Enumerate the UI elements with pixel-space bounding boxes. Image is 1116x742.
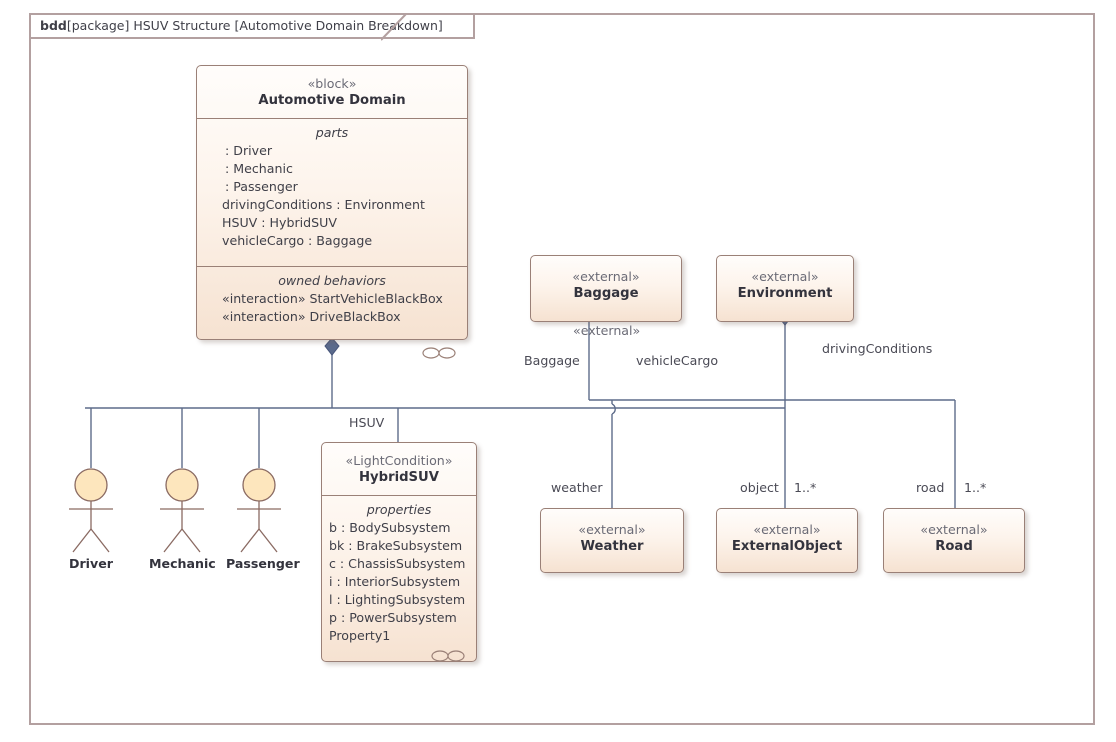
actor-figure-icon (160, 468, 204, 553)
list-item[interactable]: c : ChassisSubsystem (329, 556, 466, 571)
actor-mechanic[interactable]: Mechanic (149, 467, 216, 571)
block-header-road: «external» Road (884, 509, 1024, 564)
child-diagram-icon[interactable] (431, 649, 465, 663)
block-name-label: ExternalObject (731, 539, 843, 554)
edge-label-object: object (740, 480, 779, 495)
list-item[interactable]: : Driver (225, 143, 272, 158)
actor-driver[interactable]: Driver (58, 467, 124, 571)
block-road[interactable]: «external» Road (883, 508, 1025, 573)
block-header-automotive-domain: «block» Automotive Domain (197, 66, 467, 118)
edge-label-driving-conditions: drivingConditions (822, 341, 933, 356)
list-item[interactable]: l : LightingSubsystem (329, 592, 466, 607)
actor-label: Mechanic (149, 556, 216, 571)
actor-label: Passenger (226, 556, 300, 571)
list-item[interactable]: : Mechanic (225, 161, 293, 176)
edge-label-object-multiplicity: 1..* (794, 480, 817, 495)
composition-diamond-automotive (324, 337, 340, 356)
diagram-kind-label: bdd (40, 18, 67, 33)
block-name-label: Environment (737, 286, 833, 301)
line-jump-hop-icon (611, 403, 616, 415)
edge-label-hsuv: HSUV (349, 415, 385, 430)
list-item[interactable]: «interaction» DriveBlackBox (222, 309, 401, 324)
block-environment[interactable]: «external» Environment (716, 255, 854, 322)
list-item[interactable]: HSUV : HybridSUV (222, 215, 337, 230)
block-header-weather: «external» Weather (541, 509, 683, 564)
list-item[interactable]: vehicleCargo : Baggage (222, 233, 373, 248)
stereotype-label: «LightCondition» (345, 453, 453, 468)
block-hybrid-suv[interactable]: «LightCondition» HybridSUV properties b … (321, 442, 477, 662)
actor-figure-icon (237, 468, 281, 553)
compartment-title: owned behaviors (278, 273, 386, 288)
compartment-title: parts (315, 125, 349, 140)
child-diagram-icon[interactable] (422, 346, 456, 360)
edge-label-road: road (916, 480, 945, 495)
block-header-hybrid-suv: «LightCondition» HybridSUV (322, 443, 476, 495)
list-item[interactable]: drivingConditions : Environment (222, 197, 425, 212)
list-item[interactable]: p : PowerSubsystem (329, 610, 457, 625)
block-weather[interactable]: «external» Weather (540, 508, 684, 573)
list-item[interactable]: i : InteriorSubsystem (329, 574, 461, 589)
block-name-label: Automotive Domain (258, 93, 406, 108)
actor-label: Driver (69, 556, 113, 571)
stereotype-label: «block» (307, 76, 357, 91)
compartment-item-list: b : BodySubsystem bk : BrakeSubsystem c … (322, 519, 476, 645)
diagram-frame-title: bdd[package] HSUV Structure [Automotive … (29, 13, 475, 39)
list-item[interactable]: b : BodySubsystem (329, 520, 451, 535)
list-item[interactable]: bk : BrakeSubsystem (329, 538, 463, 553)
edge-label-baggage-stereotype-overlap: «external» (573, 323, 641, 338)
list-item[interactable]: : Passenger (225, 179, 298, 194)
edge-label-vehicle-cargo: vehicleCargo (636, 353, 719, 368)
block-header-baggage: «external» Baggage (531, 256, 681, 311)
stereotype-label: «external» (753, 522, 821, 537)
compartment-properties: properties b : BodySubsystem bk : BrakeS… (322, 495, 476, 669)
edge-label-baggage-overlap: Baggage (524, 353, 580, 368)
stereotype-label: «external» (572, 269, 640, 284)
stereotype-label: «external» (578, 522, 646, 537)
block-header-external-object: «external» ExternalObject (717, 509, 857, 564)
edge-label-road-multiplicity: 1..* (964, 480, 987, 495)
block-name-label: Baggage (573, 286, 639, 301)
block-name-label: Weather (580, 539, 644, 554)
block-name-label: HybridSUV (359, 470, 439, 485)
actor-figure-icon (69, 468, 113, 553)
stereotype-label: «external» (751, 269, 819, 284)
frame-tab-slant-icon (381, 13, 407, 41)
edge-label-weather: weather (551, 480, 603, 495)
diagram-title-label: [package] HSUV Structure [Automotive Dom… (66, 18, 443, 33)
compartment-item-list: «interaction» StartVehicleBlackBox «inte… (197, 290, 467, 326)
actor-passenger[interactable]: Passenger (226, 467, 300, 571)
block-baggage[interactable]: «external» Baggage (530, 255, 682, 322)
block-name-label: Road (935, 539, 973, 554)
list-item[interactable]: «interaction» StartVehicleBlackBox (222, 291, 443, 306)
compartment-owned-behaviors: owned behaviors «interaction» StartVehic… (197, 266, 467, 366)
compartment-item-list: : Driver : Mechanic : Passenger drivingC… (197, 142, 467, 250)
block-automotive-domain[interactable]: «block» Automotive Domain parts : Driver… (196, 65, 468, 359)
list-item[interactable]: Property1 (329, 628, 391, 643)
block-header-environment: «external» Environment (717, 256, 853, 311)
stereotype-label: «external» (920, 522, 988, 537)
compartment-parts: parts : Driver : Mechanic : Passenger dr… (197, 118, 467, 266)
block-external-object[interactable]: «external» ExternalObject (716, 508, 858, 573)
compartment-title: properties (366, 502, 432, 517)
